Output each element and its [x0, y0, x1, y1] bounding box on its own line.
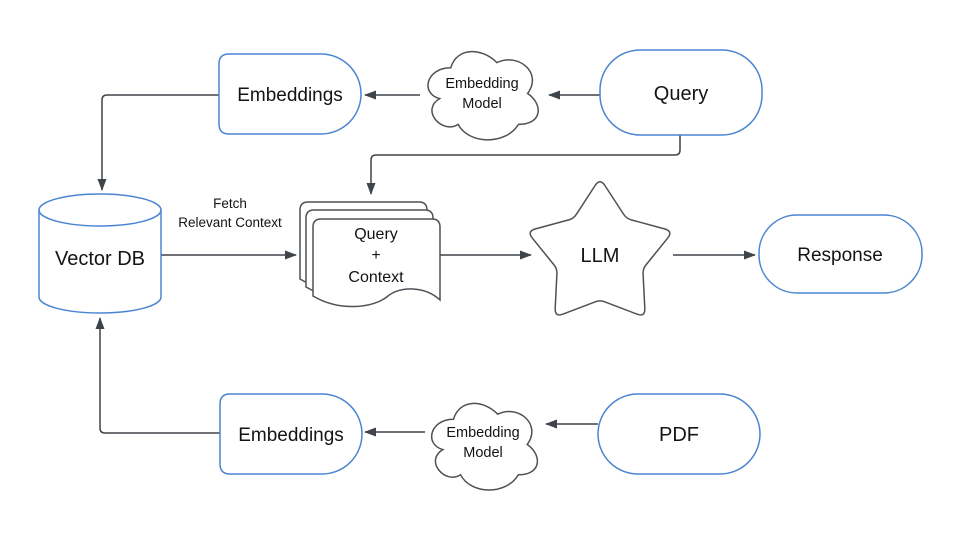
node-label-query-context-line3: Context: [348, 269, 404, 286]
rounded-rect-shape: [599, 49, 763, 136]
terminator-shape: [219, 393, 363, 475]
edge-label-fetch-relevant-context: Fetch Relevant Context: [178, 196, 282, 230]
node-label-query-context-line1: Query: [354, 226, 398, 243]
node-query: Query: [599, 49, 763, 136]
edge-label-line2: Relevant Context: [178, 215, 282, 230]
node-label-response: Response: [797, 245, 883, 266]
node-query-context: Query + Context: [299, 201, 441, 308]
cylinder-top: [38, 193, 162, 227]
node-embedding-model-bottom: Embedding Model: [431, 402, 538, 491]
edge-label-line1: Fetch: [213, 196, 247, 211]
edges: [95, 90, 756, 437]
node-embedding-model-top: Embedding Model: [427, 50, 539, 141]
node-label-llm: LLM: [581, 245, 620, 267]
document-front: [312, 218, 441, 308]
node-label-vector-db: Vector DB: [55, 248, 145, 270]
node-label-embedding-model-top-line2: Model: [462, 96, 502, 112]
node-response: Response: [758, 214, 923, 294]
cylinder-body: [38, 210, 162, 314]
node-label-embeddings-top: Embeddings: [237, 85, 343, 106]
rounded-rect-shape: [597, 393, 761, 475]
node-vector-db: Vector DB: [38, 193, 162, 314]
node-label-embedding-model-bottom-line2: Model: [463, 445, 503, 461]
node-label-query: Query: [654, 83, 708, 105]
node-label-pdf: PDF: [659, 424, 699, 446]
cloud-shape: [431, 402, 538, 491]
node-label-query-context-line2: +: [371, 247, 380, 264]
node-llm: LLM: [529, 181, 671, 316]
node-label-embeddings-bottom: Embeddings: [238, 425, 344, 446]
node-embeddings-bottom: Embeddings: [219, 393, 363, 475]
edge-embeddings-bottom-to-vector-db: [95, 317, 220, 434]
star-shape: [529, 181, 671, 316]
edge-embeddings-top-to-vector-db: [97, 94, 219, 191]
node-label-embedding-model-top-line1: Embedding: [445, 76, 518, 92]
edge-query-to-query-context: [366, 135, 681, 195]
node-pdf: PDF: [597, 393, 761, 475]
node-label-embedding-model-bottom-line1: Embedding: [446, 425, 519, 441]
terminator-shape: [218, 53, 362, 135]
node-embeddings-top: Embeddings: [218, 53, 362, 135]
rounded-rect-shape: [758, 214, 923, 294]
cloud-shape: [427, 50, 539, 141]
